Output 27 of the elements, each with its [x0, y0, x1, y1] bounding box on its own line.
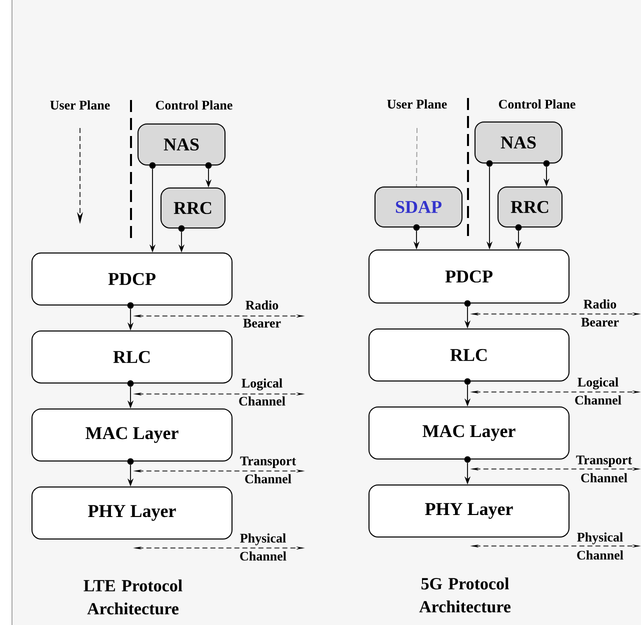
protocol-box: RRC — [160, 188, 226, 228]
plane-label: Control Plane — [498, 99, 576, 109]
layer-box: PHY Layer — [368, 484, 570, 538]
plane-label: User Plane — [50, 100, 110, 110]
protocol-box: NAS — [474, 122, 562, 164]
caption: 5G Protocol Architecture — [419, 578, 511, 612]
protocol-box: RRC — [498, 186, 562, 228]
layer-box: PDCP — [368, 250, 570, 304]
channel-label: Transport Channel — [576, 456, 632, 482]
layer-box: RLC — [32, 330, 232, 384]
layer-box: MAC Layer — [32, 408, 232, 462]
channel-label: Transport Channel — [240, 456, 296, 484]
plane-label: Control Plane — [156, 100, 232, 110]
protocol-box: NAS — [138, 124, 226, 166]
channel-label: Radio Bearer — [581, 299, 619, 327]
channel-label: Logical Channel — [575, 377, 622, 405]
channel-label: Physical Channel — [240, 533, 286, 561]
layer-box: MAC Layer — [368, 406, 570, 460]
channel-label: Physical Channel — [577, 532, 624, 560]
layer-box: RLC — [368, 328, 570, 382]
caption: LTE Protocol Architecture — [84, 580, 182, 614]
protocol-box: SDAP — [374, 186, 462, 228]
layer-box: PDCP — [32, 252, 232, 306]
plane-label: User Plane — [387, 99, 447, 109]
channel-label: Logical Channel — [239, 378, 286, 406]
layer-box: PHY Layer — [32, 486, 232, 540]
channel-label: Radio Bearer — [243, 300, 281, 328]
